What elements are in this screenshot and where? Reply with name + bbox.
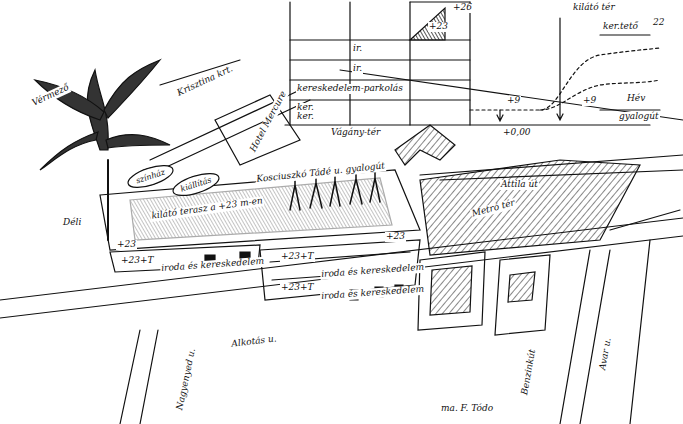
map-label: Benzinkút: [520, 348, 538, 397]
map-label: kereskedelem-parkolás: [296, 84, 404, 94]
map-label: +0,00: [502, 128, 532, 138]
map-label: +9: [582, 96, 597, 106]
section-drawing: [285, 2, 660, 125]
map-label: kilátó tér: [572, 3, 616, 13]
map-label: Déli: [62, 218, 82, 228]
map-label: Attila út: [500, 180, 539, 190]
map-label: ker.tető: [602, 22, 639, 32]
map-label: Avar u.: [598, 336, 614, 372]
map-label: +23: [428, 22, 449, 32]
map-label: +23: [116, 240, 137, 250]
map-label: 22: [652, 18, 665, 28]
map-label: Alkotás u.: [230, 334, 278, 350]
map-label: Hév: [626, 94, 646, 104]
map-label: gyalogút: [618, 112, 660, 122]
map-label: Nagyenyed u.: [175, 347, 198, 413]
map-label: +23+T: [120, 256, 155, 266]
map-label: +23+T: [280, 283, 315, 293]
map-label: Hotel Mercure: [248, 89, 289, 155]
map-label: ker.: [296, 112, 315, 122]
road-lines: [0, 60, 683, 424]
map-label: ir.: [352, 64, 363, 74]
map-label: +9: [506, 96, 521, 106]
map-label: ma. F. Tódo: [440, 404, 494, 414]
map-label: +23+T: [280, 252, 315, 262]
map-label: +23: [385, 232, 406, 242]
map-label: Krisztina krt.: [175, 64, 235, 99]
map-label: iroda és kereskedelem: [160, 257, 265, 274]
map-label: iroda és kereskedelem: [320, 285, 425, 302]
oval-building: színház: [124, 159, 176, 192]
map-label: ir.: [352, 44, 363, 54]
map-label: +26: [452, 3, 473, 13]
map-label: Vágány-tér: [330, 128, 381, 138]
building-outlines: [100, 95, 680, 335]
map-label: iroda és kereskedelem: [320, 263, 425, 280]
